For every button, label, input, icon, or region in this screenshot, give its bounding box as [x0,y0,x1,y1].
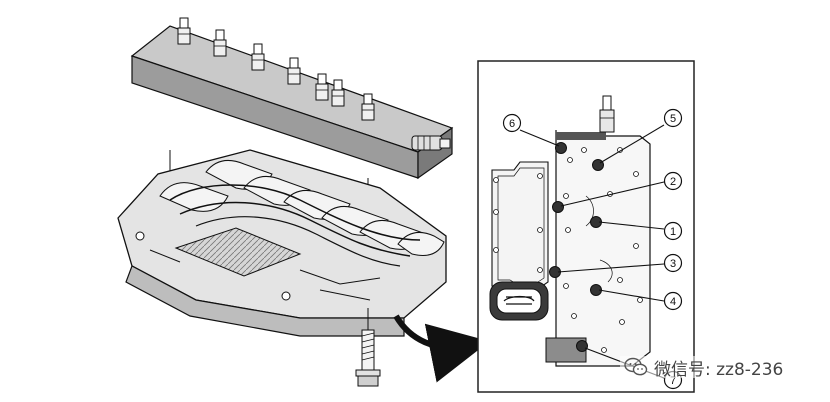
callout-2-circle [663,171,683,191]
watermark-text: 微信号: zz8-236 [654,359,784,380]
test-fitting-row [177,17,375,121]
callout-1: 1 [670,226,676,238]
detail-arrow [393,314,490,383]
callout-7: 7 [670,375,676,387]
inlet-fitting [411,135,451,151]
valve-body [117,149,447,337]
callout-1-circle [663,221,683,241]
detail-panel: 6 5 2 1 3 4 7 [477,60,695,393]
test-port-6 [555,142,567,154]
callout-6-circle [502,113,522,133]
callout-6: 6 [509,118,515,130]
callout-2: 2 [670,176,676,188]
callout-3-circle [663,253,683,273]
callout-4: 4 [670,296,676,308]
pressure-test-block [130,17,454,236]
callout-5-circle [663,108,683,128]
callout-3: 3 [670,258,676,270]
watermark: 微信号: zz8-236 [620,356,788,380]
callout-4-circle [663,291,683,311]
mounting-bolt [355,308,381,387]
filter-screen [174,227,302,277]
test-port-7 [576,340,588,352]
callout-5: 5 [670,113,676,125]
electrical-connector [489,281,549,321]
pressure-port-fitting [599,95,615,133]
test-port-2 [552,201,564,213]
test-port-5 [592,159,604,171]
wechat-icon [624,357,648,376]
